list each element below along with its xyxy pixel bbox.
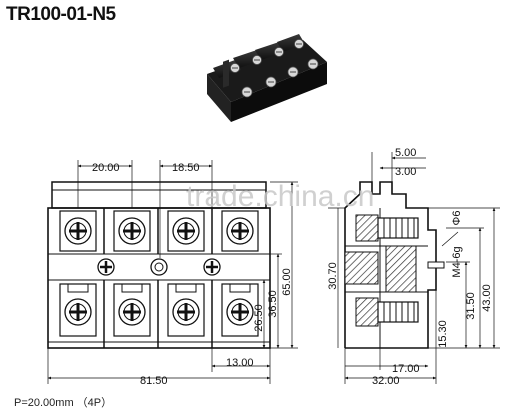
dim-m4-thread: M4-6g [451, 246, 463, 277]
pitch-note: P=20.00mm （4P） [14, 397, 113, 409]
dim-5: 5.00 [395, 147, 416, 159]
dim-phi-6: Φ6 [451, 211, 463, 226]
watermark: trade.china.cn [186, 180, 374, 213]
product-photo [207, 34, 327, 122]
dim-26-50: 26.50 [253, 304, 265, 332]
dim-15-30: 15.30 [437, 320, 449, 348]
dim-32: 32.00 [372, 375, 400, 387]
front-view [47, 181, 271, 349]
dim-31-50: 31.50 [465, 292, 477, 320]
dim-65: 65.00 [281, 268, 293, 296]
dim-18-50: 18.50 [172, 162, 200, 174]
front-top-screws [58, 209, 260, 253]
dim-81-50: 81.50 [140, 375, 168, 387]
mounting-screws [97, 258, 221, 276]
side-dimension-lines [328, 152, 500, 384]
dim-13: 13.00 [226, 357, 254, 369]
dim-3: 3.00 [395, 166, 416, 178]
front-dimension-labels: 20.00 18.50 65.00 36.50 26.50 13.00 81.5… [92, 162, 293, 387]
dim-36-50: 36.50 [267, 290, 279, 318]
part-number-title: TR100-01-N5 [6, 4, 116, 25]
side-screws [355, 214, 445, 327]
dim-43: 43.00 [481, 284, 493, 312]
dim-pitch-20: 20.00 [92, 162, 120, 174]
front-dimension-lines [47, 160, 298, 384]
dim-17: 17.00 [392, 363, 420, 375]
dim-30-70: 30.70 [327, 262, 339, 290]
side-dimension-labels: 5.00 3.00 Φ6 M4-6g 31.50 43.00 30.70 15.… [327, 147, 493, 387]
front-bottom-screws [58, 282, 260, 338]
